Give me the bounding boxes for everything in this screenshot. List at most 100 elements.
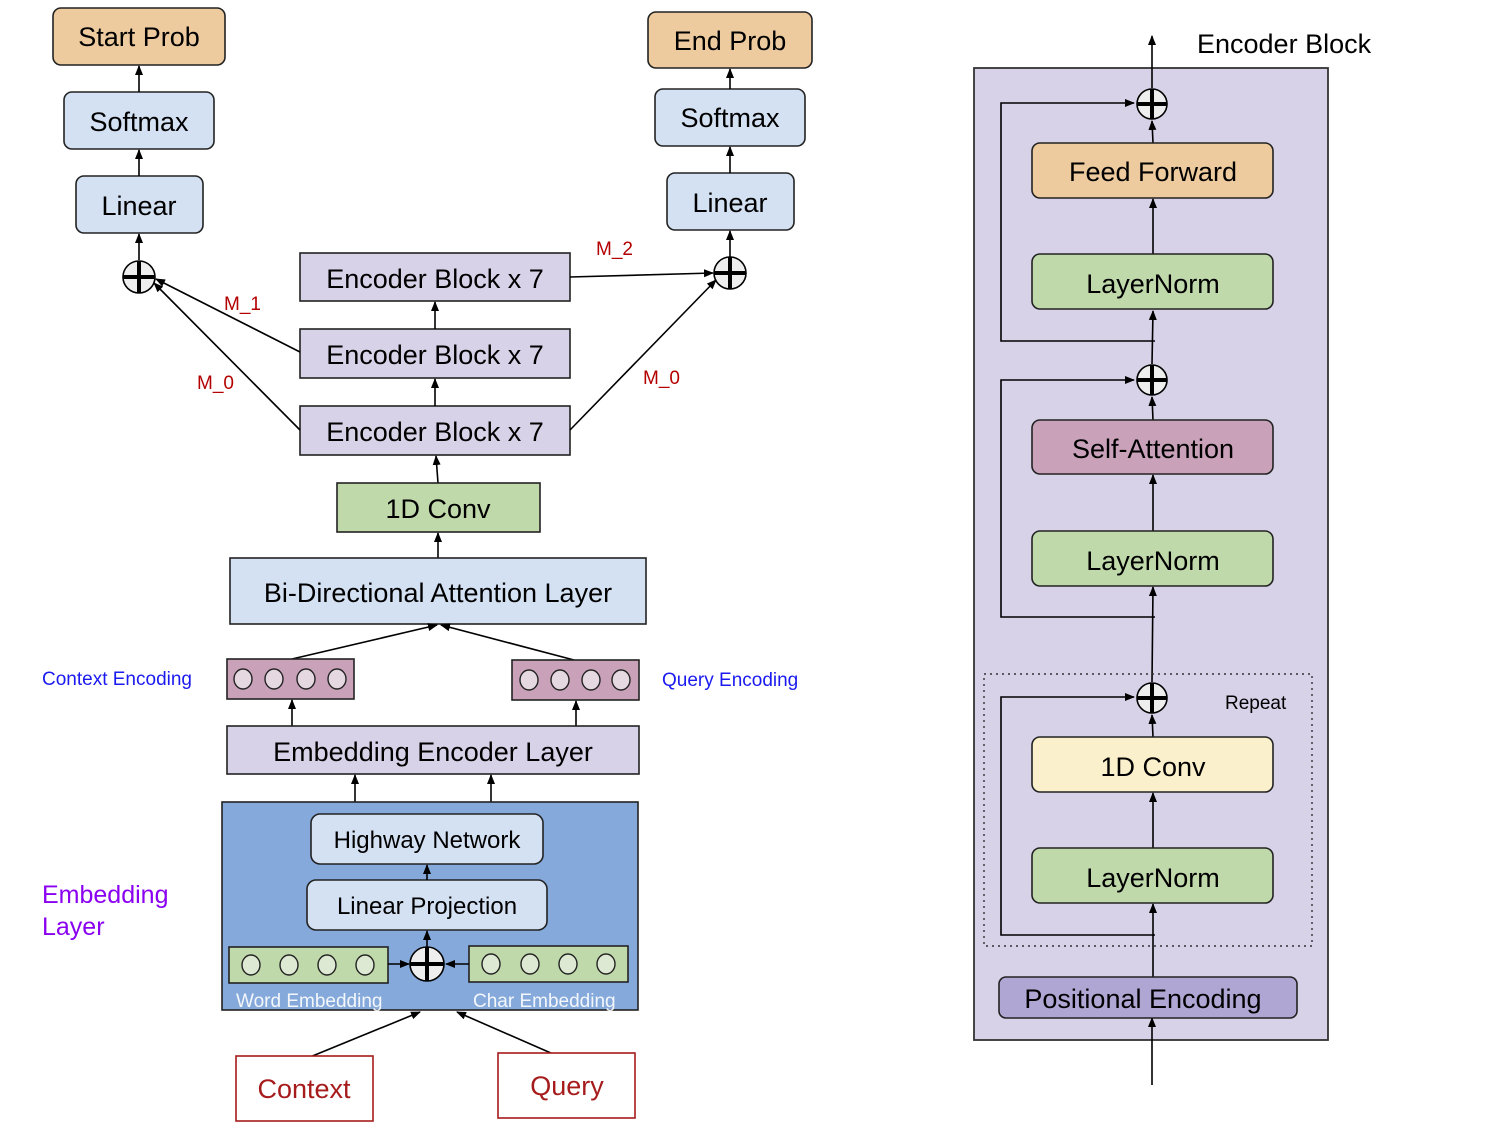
embedding-encoder-node: Embedding Encoder Layer — [226, 725, 640, 775]
encoder-block-bottom-label: Encoder Block x 7 — [326, 417, 544, 447]
context-encoding-label: Context Encoding — [42, 669, 192, 690]
embedding-layer-title-line2: Layer — [42, 913, 105, 941]
vector-unit-icon — [233, 668, 253, 690]
edge-selfattn-to-plus — [1148, 396, 1157, 421]
plus-conv-icon — [1136, 682, 1168, 714]
vector-unit-icon — [558, 953, 578, 975]
start-prob-node: Start Prob — [52, 7, 226, 66]
conv-label: 1D Conv — [385, 494, 491, 524]
query-input-node: Query — [497, 1052, 636, 1119]
linear-projection-node: Linear Projection — [306, 879, 548, 931]
word-embedding-label: Word Embedding — [236, 991, 382, 1012]
self-attention-node: Self-Attention — [1031, 419, 1274, 475]
attention-layer-node: Bi-Directional Attention Layer — [229, 557, 647, 625]
vector-unit-icon — [550, 669, 570, 691]
layernorm-bottom-label: LayerNorm — [1086, 863, 1220, 893]
end-prob-label: End Prob — [674, 26, 787, 56]
edge-m2 — [569, 269, 714, 278]
layernorm-top-label: LayerNorm — [1086, 269, 1220, 299]
softmax-right-node: Softmax — [654, 88, 806, 147]
end-prob-node: End Prob — [647, 11, 813, 69]
highway-network-label: Highway Network — [334, 827, 522, 854]
edge-plus-to-ln-top — [1148, 310, 1157, 365]
word-embedding-vector — [228, 946, 389, 984]
encoder-block-top: Encoder Block x 7 — [299, 252, 571, 302]
linear-right-label: Linear — [692, 188, 767, 218]
edge-context-to-emb — [309, 1011, 421, 1058]
vector-unit-icon — [355, 954, 375, 976]
plus-ff-icon — [1136, 88, 1168, 120]
repeat-region — [983, 673, 1313, 947]
plus-left-icon — [122, 260, 156, 294]
linear-right-node: Linear — [666, 172, 795, 231]
residual-attention — [1000, 376, 1155, 618]
start-prob-label: Start Prob — [78, 22, 200, 52]
char-embedding-vector — [468, 945, 629, 983]
feed-forward-node: Feed Forward — [1031, 142, 1274, 199]
linear-left-node: Linear — [75, 175, 204, 234]
repeat-label: Repeat — [1225, 693, 1287, 714]
edge-context-enc-to-attn — [291, 623, 438, 660]
conv-block-label: 1D Conv — [1100, 752, 1206, 782]
edge-plus-to-ln-mid — [1148, 586, 1157, 683]
layernorm-mid-node: LayerNorm — [1031, 530, 1274, 587]
context-input-label: Context — [257, 1074, 351, 1104]
encoder-block-middle-label: Encoder Block x 7 — [326, 340, 544, 370]
context-encoding-vector — [226, 658, 355, 700]
vector-unit-icon — [519, 669, 539, 691]
m2-label: M_2 — [596, 239, 633, 260]
encoder-block-top-label: Encoder Block x 7 — [326, 264, 544, 294]
edge-conv-to-enc — [432, 455, 441, 484]
feed-forward-label: Feed Forward — [1069, 157, 1237, 187]
m0-right-label: M_0 — [643, 368, 680, 389]
conv-node: 1D Conv — [336, 482, 541, 533]
softmax-left-label: Softmax — [89, 107, 189, 137]
edge-query-enc-to-attn — [440, 623, 575, 661]
plus-right-icon — [713, 256, 747, 290]
m0-left-label: M_0 — [197, 373, 234, 394]
vector-unit-icon — [611, 669, 631, 691]
plus-attn-icon — [1136, 364, 1168, 396]
query-encoding-vector — [511, 659, 640, 701]
residual-conv — [1000, 693, 1155, 936]
positional-encoding-node: Positional Encoding — [998, 976, 1298, 1019]
linear-left-label: Linear — [101, 191, 176, 221]
edge-m1 — [155, 278, 301, 353]
encoder-block-detail: Repeat Feed Forward LayerNorm Self-Atten… — [973, 35, 1329, 1085]
vector-unit-icon — [581, 669, 601, 691]
edge-ff-to-plus — [1148, 120, 1157, 144]
encoder-block-bottom: Encoder Block x 7 — [299, 405, 571, 456]
vector-unit-icon — [241, 954, 261, 976]
residual-feedforward — [1000, 99, 1155, 342]
softmax-left-node: Softmax — [63, 91, 215, 150]
attention-layer-label: Bi-Directional Attention Layer — [264, 578, 612, 608]
positional-encoding-label: Positional Encoding — [1024, 984, 1261, 1014]
context-input-node: Context — [235, 1055, 374, 1122]
embedding-layer-title-line1: Embedding — [42, 881, 168, 909]
edge-conv-to-plus — [1148, 714, 1157, 738]
vector-unit-icon — [520, 953, 540, 975]
highway-network-node: Highway Network — [310, 813, 544, 865]
query-encoding-label: Query Encoding — [662, 670, 798, 691]
vector-unit-icon — [481, 953, 501, 975]
layernorm-bottom-node: LayerNorm — [1031, 847, 1274, 904]
conv-block-node: 1D Conv — [1031, 736, 1274, 793]
softmax-right-label: Softmax — [680, 103, 780, 133]
vector-unit-icon — [327, 668, 347, 690]
m1-label: M_1 — [224, 294, 261, 315]
embedding-encoder-label: Embedding Encoder Layer — [273, 737, 593, 767]
query-input-label: Query — [530, 1071, 604, 1101]
self-attention-label: Self-Attention — [1072, 434, 1234, 464]
layernorm-top-node: LayerNorm — [1031, 253, 1274, 310]
edge-query-to-emb — [456, 1011, 561, 1058]
vector-unit-icon — [296, 668, 316, 690]
edge-m0-left — [153, 282, 301, 431]
encoder-block-title: Encoder Block — [1197, 29, 1372, 59]
linear-projection-label: Linear Projection — [337, 893, 517, 920]
char-embedding-label: Char Embedding — [473, 991, 616, 1012]
plus-embedding-icon — [409, 946, 445, 982]
vector-unit-icon — [264, 668, 284, 690]
embedding-layer: Highway Network Linear Projection Word E… — [221, 801, 639, 1012]
vector-unit-icon — [596, 953, 616, 975]
